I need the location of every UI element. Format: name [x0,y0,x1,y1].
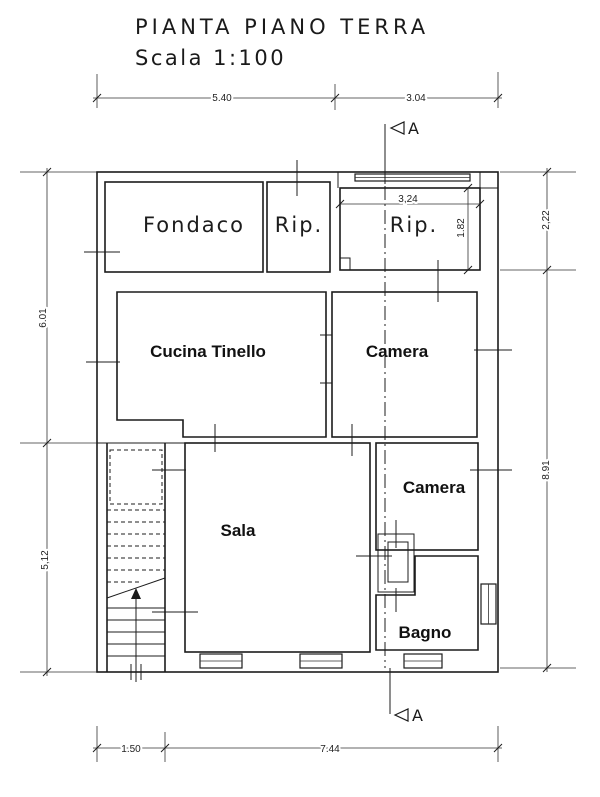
corner-pillar [479,171,499,189]
dimension-label-rip-width: 3,24 [398,194,418,205]
room-bagno-outline [375,555,479,651]
dimension-tick [160,743,170,753]
room-label-bagno: Bagno [399,623,452,642]
plan-title: PIANTA PIANO TERRA [135,15,429,39]
dimension-label-top-right: 3.04 [406,93,426,104]
dimension-tick [92,743,102,753]
plan-scale: Scala 1:100 [135,46,286,70]
room-rip-2-outline [339,187,481,271]
section-arrow-icon [393,708,409,722]
dimension-tick [330,93,340,103]
dimension-tick [463,265,473,275]
section-label-top: A [408,119,419,138]
dimension-tick [335,199,345,209]
room-camera-2-outline [375,442,479,551]
corridor-outline [109,449,163,505]
section-line-a: A A [384,119,423,725]
arrow-up-icon [131,588,141,599]
room-label-fondaco: Fondaco [143,213,245,237]
section-label-bottom: A [412,706,423,725]
room-camera-1-outline [331,291,478,438]
dimension-bottom: 1.50 7.44 [92,726,503,762]
dimension-tick [42,167,52,177]
dimension-label-right-bottom: 8.91 [541,460,552,480]
room-cucina-outline [116,291,327,438]
room-label-sala: Sala [221,521,257,540]
dimension-top: 5.40 3.04 [92,72,503,110]
dimension-tick [493,93,503,103]
room-label-rip-1: Rip. [275,213,323,237]
dimension-label-left-bottom: 5,12 [40,550,51,570]
dimension-tick [493,743,503,753]
room-label-camera-2: Camera [403,478,466,497]
building: 3,24 1.82 [84,160,512,682]
dimension-label-right-top: 2,22 [541,210,552,230]
dimension-label-bottom-left: 1.50 [121,744,141,755]
room-label-camera-1: Camera [366,342,429,361]
room-label-rip-2: Rip. [390,213,438,237]
dimension-tick [542,167,552,177]
closet-inner [387,541,409,583]
dimension-tick [542,663,552,673]
section-arrow-icon [389,121,405,135]
room-fondaco-outline [104,181,264,273]
dimension-right: 2,22 8.91 [500,167,576,673]
dimension-left: 6.01 5,12 [20,167,100,677]
dimension-label-left-top: 6.01 [38,308,49,328]
dimension-label-top-left: 5.40 [212,93,232,104]
room-sala-outline [184,442,371,653]
staircase [106,521,166,682]
room-rip-1-outline [266,181,331,273]
dimension-label-rip-depth: 1.82 [456,218,467,238]
dimension-tick [92,93,102,103]
dimension-tick [42,438,52,448]
outer-wall [96,171,499,673]
room-label-cucina: Cucina Tinello [150,342,266,361]
dimension-tick [542,265,552,275]
dimension-label-bottom-right: 7.44 [320,744,340,755]
dimension-tick [463,183,473,193]
dimension-tick [475,199,485,209]
wall-niche [339,257,351,271]
dimension-tick [42,667,52,677]
